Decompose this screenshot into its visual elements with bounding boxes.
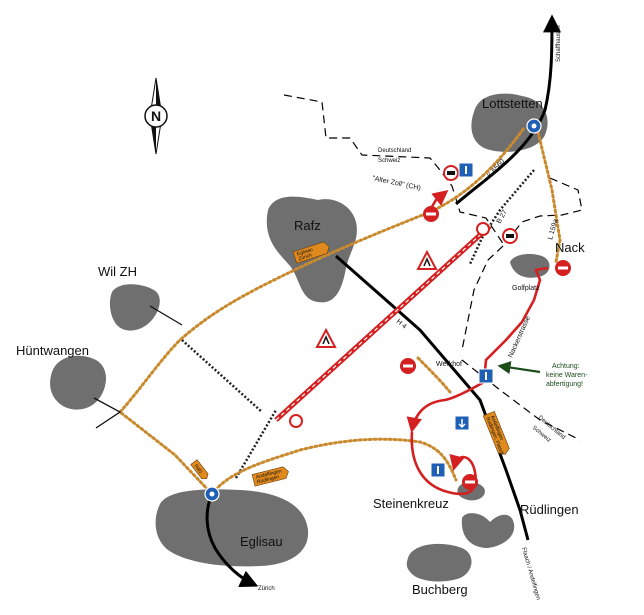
town-area-wil [109,284,160,331]
no-entry-signs [400,206,571,490]
road-schaffhausen [455,14,561,206]
dotted-road-wil-rafz [181,339,263,413]
town-label-steinenkreuz: Steinenkreuz [373,496,449,511]
roundabouts [204,118,542,502]
roadworks-signs [315,249,438,348]
dotted-road-eglisau-north [234,409,278,479]
no-entry-icon [400,358,416,374]
town-label-wil: Wil ZH [98,264,137,279]
no-trucks-icon [443,165,459,181]
note-line-2: keine Waren- [546,372,588,379]
direction-sign-rafz: Eglisau Zürich [292,241,330,264]
info-signs [430,162,494,478]
no-entry-icon [462,474,478,490]
road-wil-west [149,305,183,326]
orange-dotted-roads [118,126,562,496]
no-entry-icon [555,260,571,276]
route-nackerstrasse [482,266,549,383]
orange-road-eglisau-rafz-lottstetten [210,437,458,496]
thin-roads [93,305,183,429]
direction-signs: Eglisau Zürich Rafz Andelfingen Rüdlinge… [190,241,510,487]
roadworks-icon [315,327,337,348]
border-south [461,359,581,441]
highway-h4-centerline [275,225,491,421]
border-north [283,94,505,246]
info-sign-icon [458,162,474,178]
sign-text: Rüdlingen [256,474,280,485]
town-label-rafz: Rafz [294,218,321,233]
direction-sign-ruedlingen: Andelfingen Rüdlingen, Flaach [482,410,510,456]
route-steinenkreuz-loop [410,431,477,496]
orange-road-huntwangen-wil [118,126,526,414]
orange-road-werkhof [416,356,452,394]
sign-text: Eglisau [296,247,314,258]
compass-letter: N [151,108,161,124]
town-label-buchberg: Buchberg [412,582,468,597]
place-label-alter-zoll: "Alter Zoll" (CH) [372,175,422,192]
town-label-eglisau: Eglisau [240,534,283,549]
no-vehicle-signs [289,222,490,428]
roadworks-icon [416,249,438,270]
note-line-3: abfertigung! [546,381,583,388]
roundabout-icon [204,486,220,502]
border-lines [283,94,583,441]
sign-text: Zürich [298,252,313,262]
border-label-north-ch: Schweiz [378,158,400,164]
no-trucks-icon [502,228,518,244]
roundabout-icon [526,118,542,134]
destination-label-flaach: Flaach / Andelfingen [520,547,541,601]
note-arrow [497,361,541,375]
sign-text: Rafz [193,463,204,475]
town-area-huntwangen [50,355,106,410]
note-line-1: Achtung: [552,363,580,370]
orange-road-eglisau-huntwangen [118,410,214,496]
direction-sign-eglisau-road: Andelfingen Rüdlingen [251,466,289,487]
town-label-lottstetten: Lottstetten [482,96,543,111]
orange-road-l159a [536,130,562,264]
road-zurich [205,493,259,588]
town-areas [50,93,550,582]
border-east [461,177,583,351]
road-label-h4: H 4 [395,318,408,330]
town-area-nack [510,254,550,278]
highway-h4-red [274,224,492,422]
no-trucks-signs [443,165,518,244]
town-label-nack: Nack [555,240,585,255]
dotted-local-roads [181,169,535,479]
town-area-buchberg [406,543,472,582]
place-label-werkhof: Werkhof [436,361,462,368]
no-vehicle-icon [476,222,490,236]
destination-label-zurich: Zürich [258,586,275,592]
no-vehicle-icon [289,414,303,428]
road-huntwangen-west [93,397,122,429]
town-label-huntwangen: Hüntwangen [16,343,89,358]
info-sign-icon [478,368,494,384]
direction-sign-eglisau: Rafz [190,459,209,480]
road-label-b27: B 27 [496,209,509,225]
info-sign-icon [454,415,470,431]
north-arrow-icon: N [144,77,168,155]
destination-label-schaffhausen: Schaffhausen [556,25,562,62]
town-area-eglisau [155,489,309,567]
town-area-rudlingen [461,513,515,548]
diversion-route [406,190,549,496]
dotted-road-lottstetten-b27 [468,169,535,265]
info-sign-icon [430,462,446,478]
no-entry-icon [423,206,439,222]
route-werkhof-loop [406,380,485,434]
road-label-nackerstrasse: Nackerstrasse [507,315,532,359]
place-label-golfplatz: Golfplatz [512,285,540,292]
border-label-north-de: Deutschland [378,148,411,154]
town-label-rudlingen: Rüdlingen [520,502,579,517]
